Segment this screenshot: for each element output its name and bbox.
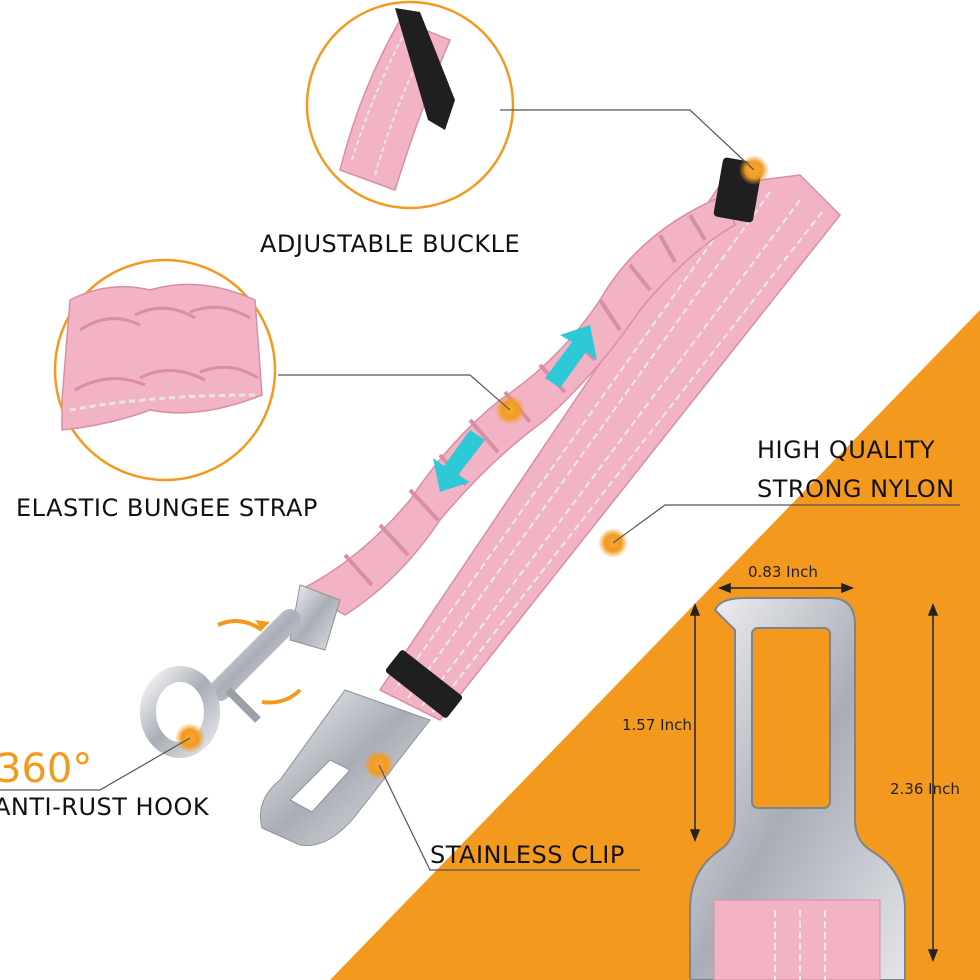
buckle-inset <box>305 0 515 210</box>
bungee-label: ELASTIC BUNGEE STRAP <box>16 494 318 522</box>
belt-clip <box>260 689 431 847</box>
slot-height-dimension: 1.57 Inch <box>622 716 692 734</box>
width-dimension: 0.83 Inch <box>748 563 818 581</box>
nylon-label-line2: STRONG NYLON <box>757 475 955 503</box>
dimension-lines <box>689 582 939 963</box>
clip-label: STAINLESS CLIP <box>430 841 625 869</box>
stretch-arrow-up-icon <box>545 325 597 388</box>
leader-lines <box>0 109 960 871</box>
clip-detail <box>689 597 906 980</box>
bungee-inset <box>53 258 277 482</box>
rotation-label: 360° <box>0 746 93 792</box>
total-height-dimension: 2.36 Inch <box>890 780 960 798</box>
nylon-strap <box>378 174 842 721</box>
stretch-arrow-down-icon <box>433 430 485 492</box>
snap-hook <box>140 584 341 758</box>
nylon-label-line1: HIGH QUALITY <box>757 436 936 464</box>
strap-keeper <box>385 650 463 718</box>
buckle-label: ADJUSTABLE BUCKLE <box>260 230 521 258</box>
hook-label: ANTI-RUST HOOK <box>0 793 210 821</box>
